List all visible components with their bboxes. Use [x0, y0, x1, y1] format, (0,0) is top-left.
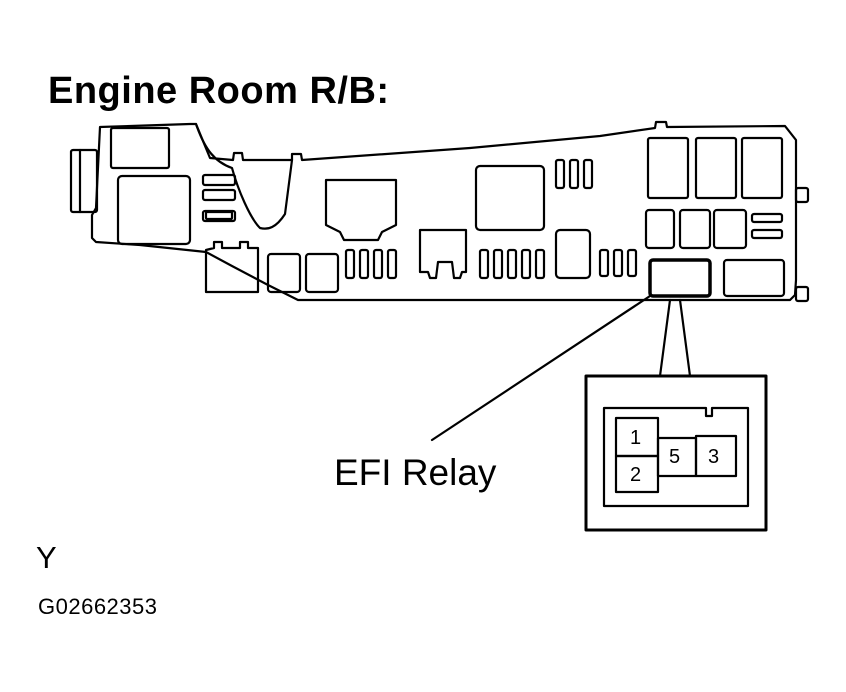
- relay-pin-labels: 1 2 5 3: [630, 427, 719, 486]
- pin-label: 2: [630, 464, 641, 486]
- page-title: Engine Room R/B:: [48, 70, 390, 112]
- efi-relay-label: EFI Relay: [334, 452, 497, 493]
- relay-socket-inset: [584, 374, 768, 532]
- pin-label: 3: [708, 446, 719, 468]
- figure-code: G02662353: [38, 594, 158, 619]
- callout-leaders: [430, 294, 692, 442]
- pin-label: 1: [630, 427, 641, 449]
- block-components: [109, 126, 786, 298]
- relay-block-outline: [69, 120, 810, 303]
- pin-label: 5: [669, 446, 680, 468]
- side-letter: Y: [36, 540, 57, 575]
